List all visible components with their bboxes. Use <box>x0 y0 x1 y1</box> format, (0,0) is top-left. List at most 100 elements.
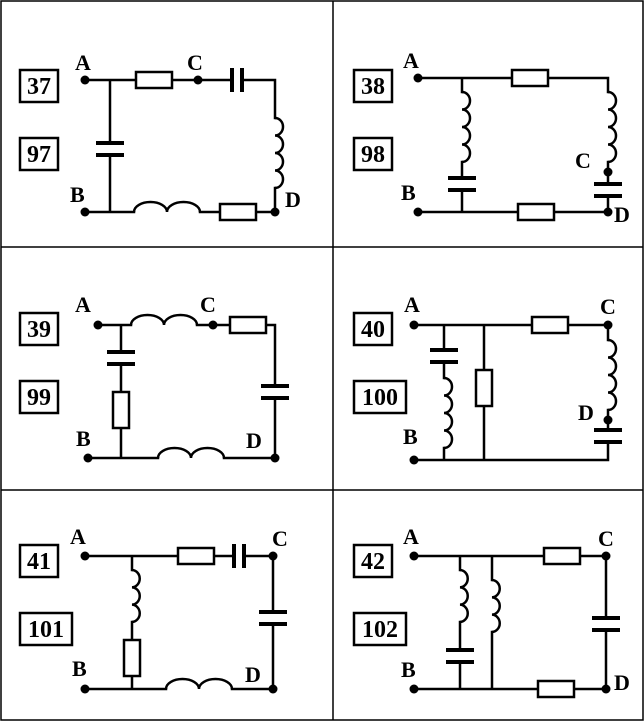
resistor <box>176 546 216 566</box>
variant-number: 97 <box>27 142 51 168</box>
node-dot <box>603 415 613 425</box>
variant-badge: 97 <box>18 136 60 172</box>
node-dot <box>208 320 218 330</box>
resistor <box>218 202 258 222</box>
variant-number: 99 <box>27 385 51 411</box>
node-label-b: B <box>76 426 91 451</box>
capacitor <box>230 68 244 92</box>
inductor <box>156 446 226 459</box>
circuit-panel-1: 37 97 A C D B <box>18 50 301 222</box>
inductor <box>461 90 472 164</box>
circuit-panel-4: 40 100 A C D B <box>352 292 622 465</box>
node-label-a: A <box>75 50 91 75</box>
wires <box>412 323 610 462</box>
node-label-c: C <box>187 50 203 75</box>
capacitor <box>259 610 287 626</box>
node-dot <box>409 455 419 465</box>
inductor <box>129 313 199 326</box>
variant-badge: 42 <box>352 543 394 579</box>
node-dot <box>80 75 90 85</box>
node-dot <box>93 320 103 330</box>
variant-badge: 100 <box>352 379 408 415</box>
variant-number: 41 <box>27 549 51 575</box>
capacitor <box>232 544 246 568</box>
node-dot <box>270 207 280 217</box>
variant-badge: 102 <box>352 611 408 647</box>
node-label-b: B <box>403 424 418 449</box>
inductor <box>164 677 234 690</box>
node-label-c: C <box>575 148 591 173</box>
capacitor <box>448 176 476 192</box>
variant-badge: 98 <box>352 136 394 172</box>
inductor <box>274 116 285 190</box>
node-dot <box>80 551 90 561</box>
capacitor <box>592 616 620 632</box>
node-dot <box>270 453 280 463</box>
node-label-d: D <box>246 428 262 453</box>
inductor <box>607 90 618 164</box>
node-label-a: A <box>404 292 420 317</box>
inductor <box>607 338 618 412</box>
resistor <box>510 68 550 88</box>
resistor <box>474 368 494 408</box>
node-label-a: A <box>403 524 419 549</box>
inductor <box>491 578 501 634</box>
inductor <box>459 568 469 624</box>
capacitor <box>107 350 135 366</box>
capacitor <box>594 428 622 444</box>
inductor <box>132 200 202 213</box>
node-label-d: D <box>614 670 630 695</box>
resistor <box>530 315 570 335</box>
variant-number: 98 <box>361 142 385 168</box>
resistor <box>111 390 131 430</box>
node-dot <box>601 551 611 561</box>
circuit-panel-3: 39 99 A C B D <box>18 292 289 463</box>
node-label-d: D <box>245 662 261 687</box>
node-dot <box>83 453 93 463</box>
node-dot <box>409 320 419 330</box>
node-label-b: B <box>401 180 416 205</box>
resistor <box>542 546 582 566</box>
variant-number: 39 <box>27 317 51 343</box>
variant-badge: 37 <box>18 68 60 104</box>
wires <box>83 78 277 214</box>
variant-badge: 40 <box>352 311 394 347</box>
node-dot <box>80 684 90 694</box>
variant-badge: 101 <box>18 611 74 647</box>
capacitor <box>430 348 458 364</box>
inductor <box>443 376 454 450</box>
variant-number: 102 <box>362 617 398 643</box>
inductor <box>131 568 141 624</box>
node-label-c: C <box>600 294 616 319</box>
circuit-panel-5: 41 101 A C B D <box>18 524 288 694</box>
capacitor <box>96 141 124 157</box>
node-dot <box>193 75 203 85</box>
node-label-b: B <box>70 182 85 207</box>
resistor <box>134 70 174 90</box>
variant-number: 37 <box>27 74 51 100</box>
variant-number: 38 <box>361 74 385 100</box>
node-label-c: C <box>200 292 216 317</box>
node-dot <box>268 684 278 694</box>
node-dot <box>413 207 423 217</box>
resistor <box>228 315 268 335</box>
node-label-d: D <box>614 202 630 227</box>
circuit-panel-2: 38 98 A C D B <box>352 48 630 227</box>
node-label-a: A <box>75 292 91 317</box>
variant-number: 42 <box>361 549 385 575</box>
variant-badge: 39 <box>18 311 60 347</box>
node-label-b: B <box>401 657 416 682</box>
node-dot <box>603 167 613 177</box>
variant-number: 100 <box>362 385 398 411</box>
capacitor <box>446 648 474 664</box>
node-label-c: C <box>272 526 288 551</box>
node-dot <box>80 207 90 217</box>
node-label-a: A <box>403 48 419 73</box>
node-label-d: D <box>285 187 301 212</box>
node-label-a: A <box>70 524 86 549</box>
node-dot <box>601 684 611 694</box>
variant-badge: 41 <box>18 543 60 579</box>
